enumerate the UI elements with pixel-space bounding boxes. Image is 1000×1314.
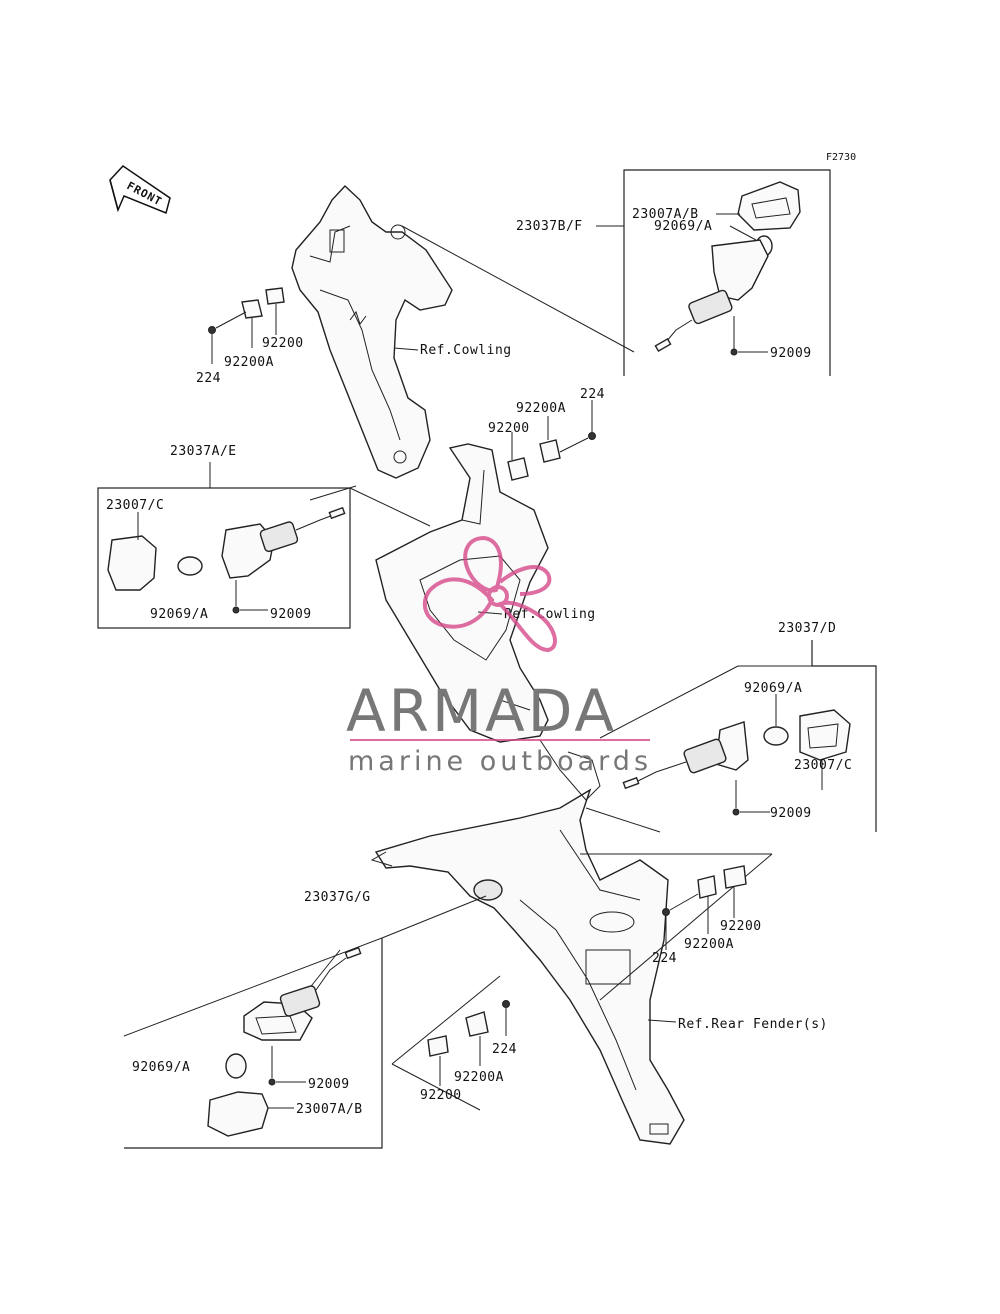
figure-code: F2730 <box>826 152 856 163</box>
label-92009-fl: 92009 <box>270 607 312 622</box>
label-92200-c: 92200 <box>488 421 530 436</box>
upper-cowling-bracket <box>291 185 453 479</box>
rear-left-signal-group <box>123 895 487 1149</box>
label-92069a-rr: 92069/A <box>744 681 802 696</box>
label-92200a-rf: 92200A <box>684 937 734 952</box>
label-92069a-fl: 92069/A <box>150 607 208 622</box>
watermark-tagline: marine outboards <box>348 746 652 777</box>
label-23037ae: 23037A/E <box>170 444 237 459</box>
label-224-lc: 224 <box>492 1042 517 1057</box>
label-23037d: 23037/D <box>778 621 836 636</box>
label-92200a-ul: 92200A <box>224 355 274 370</box>
label-92200-ul: 92200 <box>262 336 304 351</box>
label-ref-cowling-upper: Ref.Cowling <box>420 343 512 358</box>
label-92200-lc: 92200 <box>420 1088 462 1103</box>
label-224-c: 224 <box>580 387 605 402</box>
label-92200a-lc: 92200A <box>454 1070 504 1085</box>
label-92069a-rl: 92069/A <box>132 1060 190 1075</box>
rear-fender-clips-right <box>580 853 773 1001</box>
label-92069a-fr: 92069/A <box>654 219 712 234</box>
label-23007c-fl: 23007/C <box>106 498 164 513</box>
center-clips <box>507 400 596 481</box>
label-92009-fr: 92009 <box>770 346 812 361</box>
label-23037bf: 23037B/F <box>516 219 583 234</box>
label-ref-rear-fender: Ref.Rear Fender(s) <box>678 1017 828 1032</box>
front-arrow-icon: FRONT <box>109 165 171 215</box>
front-right-signal-group <box>401 169 831 376</box>
rear-right-signal-group <box>585 640 877 833</box>
rear-fender <box>370 739 685 1145</box>
label-23007c-rr: 23007/C <box>794 758 852 773</box>
label-224-rf: 224 <box>652 951 677 966</box>
label-ref-cowling-lower: Ref.Cowling <box>504 607 596 622</box>
armada-logo-icon <box>422 535 557 653</box>
label-23037gg: 23037G/G <box>304 890 371 905</box>
lower-cowling <box>375 443 549 743</box>
label-23007ab-fr: 23007A/B <box>632 207 699 222</box>
watermark-brand: ARMADA <box>346 677 617 745</box>
upper-left-clips <box>208 287 285 364</box>
label-23007ab-rl: 23007A/B <box>296 1102 363 1117</box>
label-224-ul: 224 <box>196 371 221 386</box>
label-92200a-c: 92200A <box>516 401 566 416</box>
label-92200-rf: 92200 <box>720 919 762 934</box>
rear-fender-clips-left <box>391 975 510 1111</box>
label-92009-rr: 92009 <box>770 806 812 821</box>
front-left-signal-group <box>97 462 431 629</box>
label-92009-rl: 92009 <box>308 1077 350 1092</box>
